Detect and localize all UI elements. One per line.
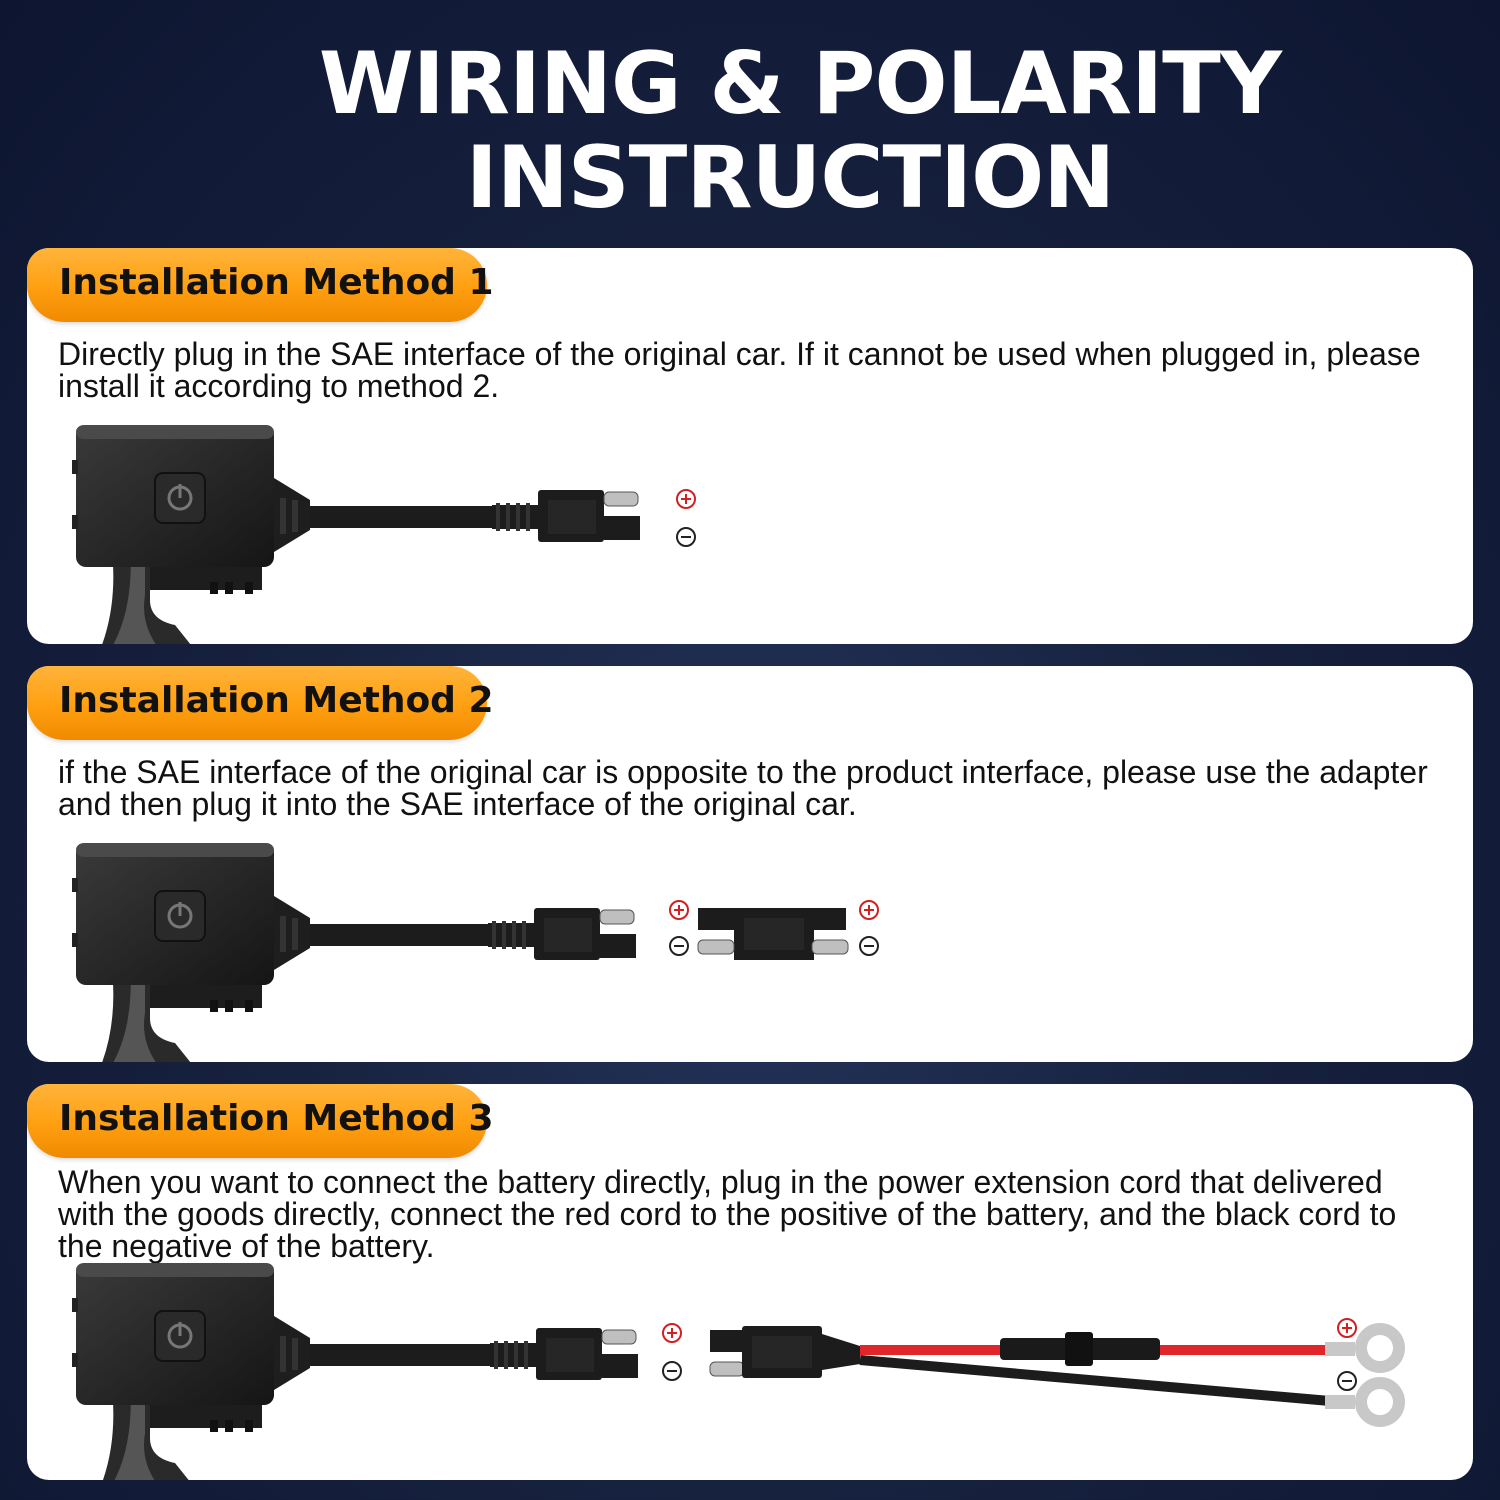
inline-fuse-icon (1000, 1332, 1160, 1366)
method-1-illustration (70, 423, 696, 644)
device-icon (70, 1261, 312, 1480)
method-1-card: Installation Method 1 Directly plug in t… (27, 248, 1473, 644)
method-3-badge: Installation Method 3 (27, 1084, 494, 1158)
method-3-card: Installation Method 3 When you want to c… (27, 1084, 1473, 1480)
method-2-illustration (70, 841, 879, 1062)
negative-polarity-icon (1337, 1371, 1357, 1391)
negative-polarity-icon (669, 936, 689, 956)
positive-polarity-icon (1337, 1318, 1357, 1338)
method-1-badge: Installation Method 1 (27, 248, 494, 322)
sae-connector-icon (489, 1327, 639, 1381)
device-icon (70, 841, 312, 1062)
positive-polarity-icon (676, 489, 696, 509)
ring-terminal-icon (1325, 1323, 1405, 1373)
method-2-card: Installation Method 2 if the SAE interfa… (27, 666, 1473, 1062)
method-2-label: Installation Method 2 (59, 680, 494, 721)
method-3-description: When you want to connect the battery dir… (58, 1164, 1397, 1264)
sae-adapter-icon (697, 908, 849, 960)
device-icon (70, 423, 312, 644)
positive-polarity-icon (669, 900, 689, 920)
extension-sae-connector-icon (709, 1326, 860, 1378)
negative-polarity-icon (676, 527, 696, 547)
method-3-label: Installation Method 3 (59, 1098, 494, 1139)
sae-connector-icon (491, 489, 641, 543)
method-2-badge: Installation Method 2 (27, 666, 494, 740)
page-title-line-2: INSTRUCTION (465, 128, 1116, 228)
negative-polarity-icon (662, 1361, 682, 1381)
positive-polarity-icon (662, 1323, 682, 1343)
positive-polarity-icon (859, 900, 879, 920)
method-1-label: Installation Method 1 (59, 262, 494, 303)
method-2-description: if the SAE interface of the original car… (58, 754, 1428, 822)
negative-polarity-icon (859, 936, 879, 956)
page-title-line-1: WIRING & POLARITY (318, 34, 1282, 134)
sae-connector-icon (487, 907, 637, 961)
method-3-illustration (70, 1261, 1405, 1480)
ring-terminal-icon (1325, 1377, 1405, 1427)
method-1-description: Directly plug in the SAE interface of th… (58, 336, 1421, 404)
